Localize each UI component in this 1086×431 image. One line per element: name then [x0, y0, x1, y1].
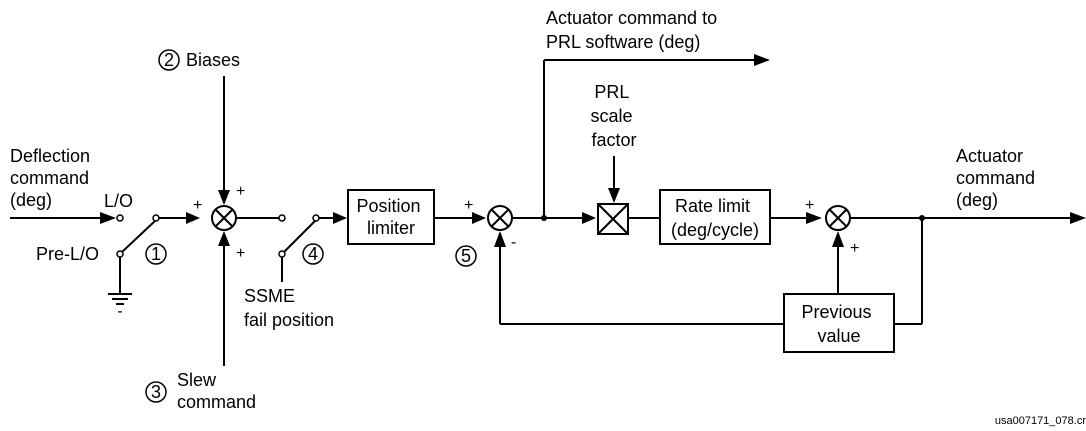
position-limiter-block — [347, 189, 435, 245]
lo-label: L/O — [104, 191, 133, 211]
summing-junction-3 — [825, 205, 851, 231]
pre-lo-label: Pre-L/O — [36, 244, 99, 264]
svg-text:4: 4 — [308, 244, 318, 264]
biases-line — [218, 76, 230, 205]
sum1-bottom-sign: + — [236, 245, 245, 262]
marker-3: 3 — [145, 381, 167, 403]
ssme-fail-position-label: SSME fail position — [244, 286, 334, 330]
slew-command-label: Slew command — [177, 370, 256, 412]
ground-minus-sign: - — [117, 303, 122, 320]
marker-4: 4 — [302, 243, 324, 265]
marker-1: 1 — [145, 243, 167, 265]
sum3-bottom-sign: + — [850, 240, 859, 257]
dot-to-multiplier-line — [544, 212, 596, 224]
sum2-bottom-sign: - — [511, 234, 516, 251]
sum3-left-sign: + — [805, 197, 814, 214]
rate-limit-label: Rate limit (deg/cycle) — [671, 196, 759, 240]
svg-text:3: 3 — [151, 382, 161, 402]
marker-5: 5 — [455, 245, 477, 267]
position-limiter-label: Position limiter — [356, 196, 425, 238]
figure-id-tag: usa007171_078.cr — [995, 415, 1086, 427]
svg-text:2: 2 — [164, 50, 174, 70]
summing-junction-2 — [487, 205, 513, 231]
output-to-previous-line — [894, 218, 923, 325]
actuator-command-output-label: Actuator command (deg) — [956, 146, 1040, 210]
actuator-command-prl-label: Actuator command to PRL software (deg) — [546, 8, 722, 52]
biases-label: Biases — [186, 50, 240, 70]
slew-command-line — [218, 231, 230, 366]
svg-text:1: 1 — [151, 244, 161, 264]
deflection-command-line — [10, 212, 116, 224]
prl-software-line — [512, 54, 770, 219]
summing-junction-1 — [211, 205, 237, 231]
previous-to-sum3-line — [832, 231, 844, 294]
output-line — [850, 212, 1086, 224]
feedback-to-sum2-line — [494, 231, 784, 325]
ssme-switch — [236, 212, 347, 282]
ground-icon — [108, 293, 132, 305]
scale-factor-line — [608, 156, 620, 203]
svg-text:5: 5 — [461, 246, 471, 266]
rate-limit-block — [659, 189, 771, 245]
limiter-to-sum2-line — [434, 212, 486, 224]
sum2-left-sign: + — [464, 197, 473, 214]
marker-2: 2 — [158, 49, 180, 71]
sum1-left-sign: + — [193, 197, 202, 214]
previous-value-label: Previous value — [801, 302, 876, 346]
multiplier-block — [597, 203, 629, 235]
rate-to-sum3-line — [770, 212, 822, 224]
lo-switch — [116, 212, 200, 294]
prl-scale-factor-label: PRL scale factor — [590, 82, 637, 150]
deflection-command-label: Deflection command (deg) — [10, 146, 95, 210]
sum1-top-sign: + — [236, 183, 245, 200]
